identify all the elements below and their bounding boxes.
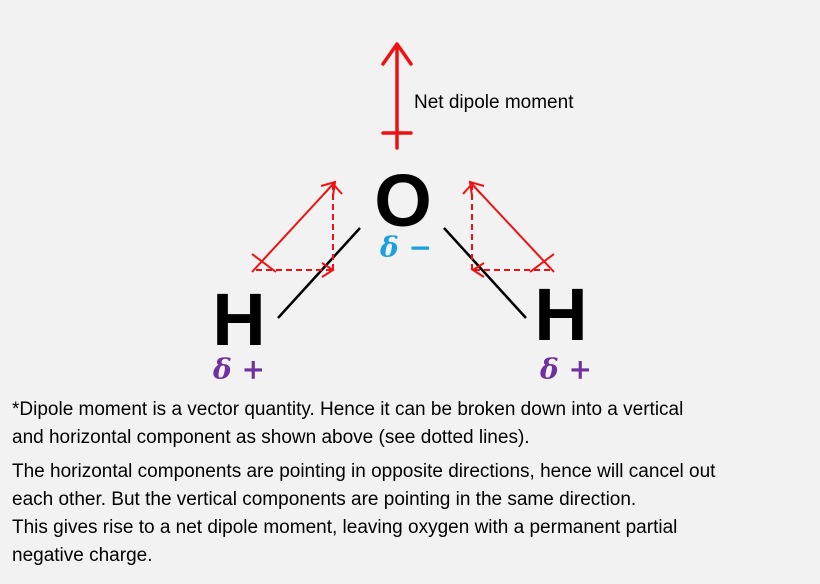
bond-right [443, 227, 527, 319]
right-vertical-component [462, 182, 482, 270]
note-line: and horizontal component as shown above … [12, 427, 530, 448]
oxygen-partial-charge: δ − [379, 231, 432, 264]
left-dipole-vector [251, 180, 337, 273]
note-line: This gives rise to a net dipole moment, … [12, 517, 678, 538]
left-vertical-component [323, 182, 343, 270]
net-dipole-label: Net dipole moment [414, 92, 574, 113]
note-line: The horizontal components are pointing i… [12, 461, 716, 482]
vector-note: *Dipole moment is a vector quantity. Hen… [12, 396, 812, 452]
right-dipole-vector [468, 180, 555, 273]
hydrogen-left-partial-charge: δ + [212, 353, 265, 385]
cancellation-note: The horizontal components are pointing i… [12, 458, 812, 570]
note-line: *Dipole moment is a vector quantity. Hen… [12, 399, 684, 420]
hydrogen-atom-left: H [212, 278, 265, 361]
note-line: each other. But the vertical components … [12, 489, 637, 510]
note-line: negative charge. [12, 545, 153, 566]
right-horizontal-component [471, 262, 550, 278]
net-dipole-arrow [381, 42, 413, 150]
hydrogen-atom-right: H [534, 273, 587, 356]
bond-left [277, 227, 361, 319]
hydrogen-right-partial-charge: δ + [539, 353, 592, 385]
oxygen-atom: O [374, 159, 432, 242]
water-dipole-diagram: Net dipole moment O H H δ − δ + δ + [212, 42, 592, 385]
explanation-notes: *Dipole moment is a vector quantity. Hen… [12, 396, 812, 570]
left-horizontal-component [256, 262, 335, 278]
